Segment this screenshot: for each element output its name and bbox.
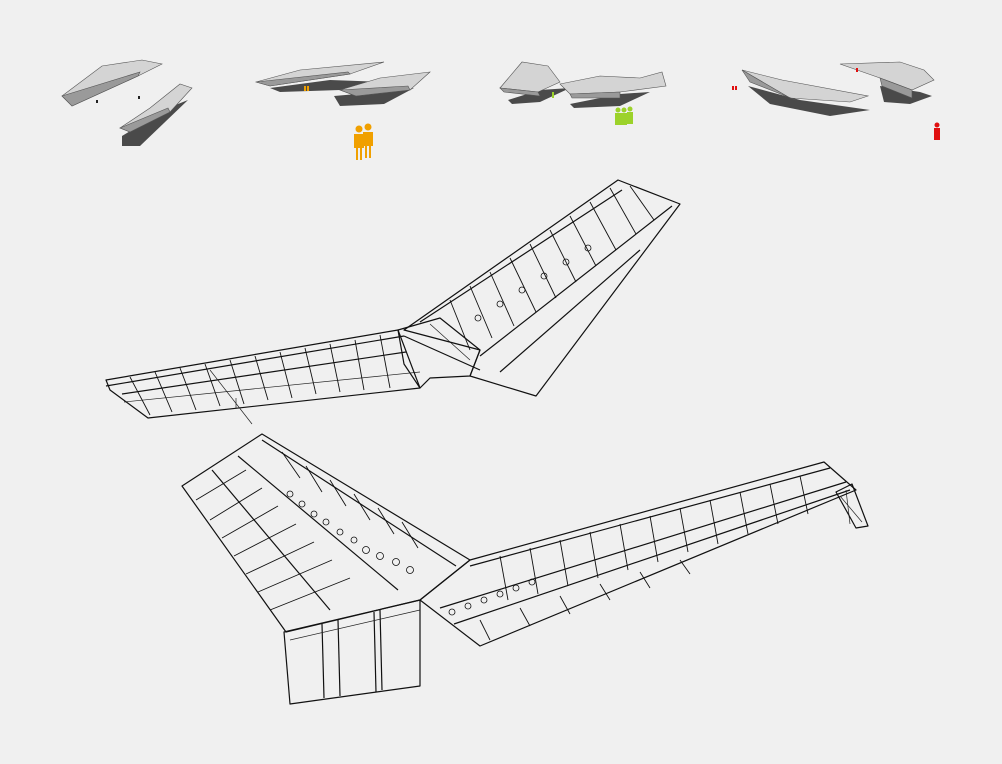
upper-left-ribs — [129, 334, 391, 416]
figure-group-red — [732, 68, 940, 140]
tiny-figure-icon — [96, 100, 98, 103]
lower-structure — [181, 433, 869, 705]
model-thumbnail-3 — [499, 61, 667, 125]
model-thumbnail-2 — [254, 61, 431, 160]
lower-tip-bracket — [835, 483, 869, 529]
figure-group-orange — [304, 86, 373, 160]
tiny-figure-icon — [138, 96, 140, 99]
lower-right-ribs — [479, 475, 809, 641]
upper-right-wing — [403, 179, 681, 397]
lower-right-portholes — [448, 578, 536, 616]
model-thumbnail-4 — [732, 61, 940, 140]
glazed-enclosure — [283, 599, 421, 705]
lower-left-portholes — [286, 490, 414, 574]
upper-left-wing — [105, 329, 421, 419]
model-thumbnail-1 — [61, 59, 193, 146]
upper-porthole-row — [474, 244, 592, 322]
upper-junction — [397, 317, 481, 389]
upper-structure — [105, 179, 681, 425]
figure-group-green — [552, 92, 633, 125]
lower-left-ribs — [195, 451, 419, 611]
lower-left-wing — [181, 433, 471, 633]
lower-right-wing — [419, 461, 857, 647]
upper-right-ribs — [449, 185, 655, 351]
